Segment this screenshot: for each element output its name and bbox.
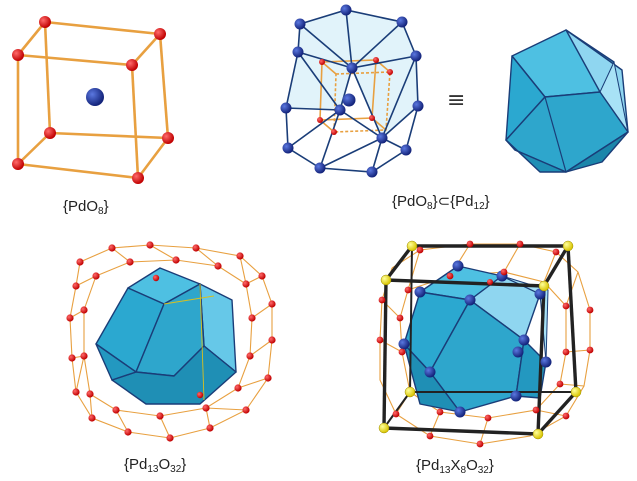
caption-subscript: 8 [460,465,467,476]
solid-polyhedron [505,29,629,173]
caption-subscript: 32 [477,465,489,476]
x-atoms [378,240,582,440]
caption-text: O [466,457,478,474]
caption-subscript: 13 [439,465,451,476]
x8-thick-frame [382,244,578,436]
palladium-atom [86,88,104,106]
equivalence-symbol: ≡ [447,88,466,113]
o32-atoms [66,241,276,442]
caption-text: } [181,456,187,473]
cube-bonds [16,20,170,180]
caption-pdo8-in-pd12: {PdO8}⊂{Pd12} [392,193,490,212]
pd12-atoms [280,4,424,178]
caption-text: {PdO [392,193,428,210]
pdo8-cube [12,16,174,184]
caption-text: X [450,457,461,474]
pd-atoms [398,260,552,418]
caption-subscript: 32 [170,464,182,475]
caption-subscript: 13 [147,464,159,475]
pd13x8o32-cluster [376,240,594,448]
pd13-thin-lines [163,283,215,401]
caption-subscript: 8 [98,206,104,217]
caption-pdo8: {PdO8} [63,198,109,217]
o32-cage-bonds [379,243,591,445]
caption-text: } [488,457,494,474]
caption-text: {Pd [416,457,440,474]
caption-text: O [158,456,171,473]
pd13-polyhedron [95,267,237,405]
caption-pd13o32: {Pd13O32} [124,456,187,475]
pd13o32-cluster [66,241,276,442]
caption-text: }⊂{Pd [432,193,474,210]
caption-subscript: 8 [427,201,433,212]
caption-pd13x8o32: {Pd13X8O32} [416,457,494,476]
pdo8-in-pd12-cluster [280,4,424,178]
inner-oxygen-atoms [317,57,393,135]
caption-text: {PdO [63,198,99,215]
oxygen-atoms [12,16,174,184]
central-pd-atom [342,93,356,107]
caption-text: } [484,193,490,210]
caption-subscript: 12 [473,201,485,212]
caption-text: {Pd [124,456,148,473]
o32-atoms [376,240,594,448]
caption-text: } [103,198,109,215]
